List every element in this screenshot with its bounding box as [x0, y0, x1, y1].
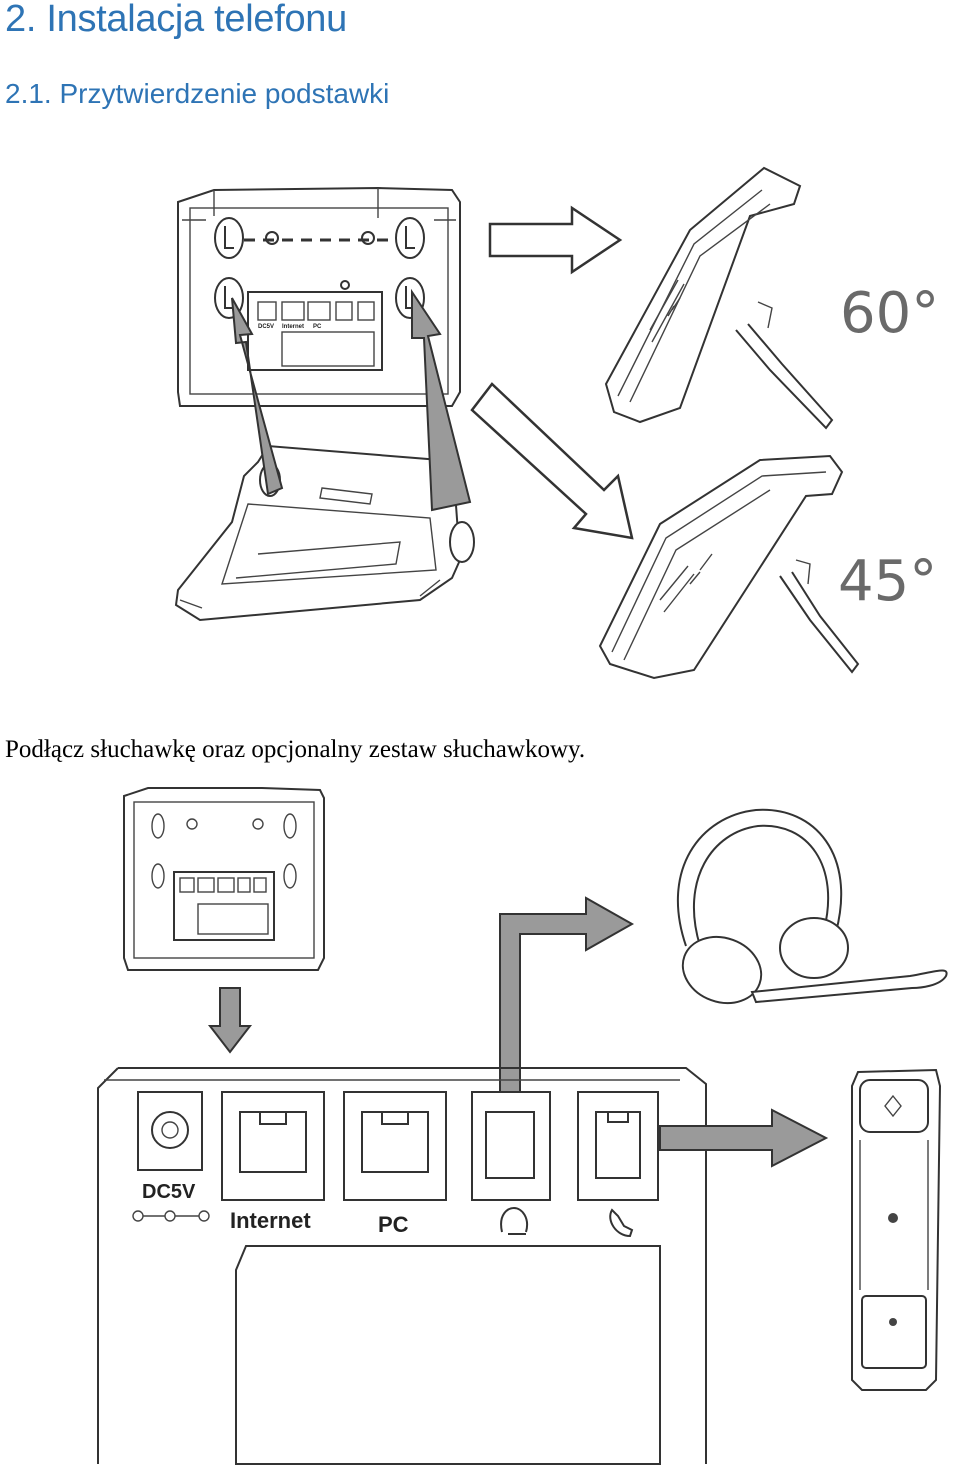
phone-side-60: [604, 166, 834, 430]
connection-figure: DC5V Internet PC: [97, 787, 948, 1465]
handset-port-icon: [609, 1208, 634, 1238]
phone-back-view: DC5V Internet PC: [177, 186, 461, 407]
section-subtitle: 2.1. Przytwierdzenie podstawki: [5, 78, 390, 109]
instruction-text: Podłącz słuchawkę oraz opcjonalny zestaw…: [5, 736, 586, 763]
attach-arrow-right: [411, 288, 472, 512]
phone-stand: [174, 444, 475, 622]
arrow-to-45: [470, 382, 634, 540]
zoom-down-arrow: [207, 987, 253, 1054]
handset-arrow: [659, 1108, 829, 1168]
phone-back-thumbnail: [123, 787, 325, 971]
handset-icon: [851, 1068, 942, 1391]
svg-text:PC: PC: [313, 324, 322, 330]
headset-port-icon: [500, 1206, 528, 1235]
headset-arrow: [499, 896, 635, 1111]
arrow-to-60: [488, 205, 623, 275]
svg-text:Internet: Internet: [282, 324, 304, 330]
internet-label: Internet: [230, 1208, 311, 1233]
phone-side-45: [598, 454, 860, 680]
page-title: 2. Instalacja telefonu: [5, 0, 347, 40]
headset-icon: [676, 808, 948, 1005]
angle-45-label: 45°: [838, 549, 937, 614]
attach-arrow-left: [231, 297, 284, 496]
phone-base-panel: DC5V Internet PC: [97, 1067, 707, 1465]
stand-attachment-figure: DC5V Internet PC 60° 45°: [174, 166, 939, 680]
angle-60-label: 60°: [840, 281, 939, 346]
svg-text:DC5V: DC5V: [258, 324, 274, 330]
power-polarity-icon: [132, 1210, 210, 1222]
dc5v-label: DC5V: [142, 1181, 196, 1203]
pc-label: PC: [378, 1212, 409, 1237]
